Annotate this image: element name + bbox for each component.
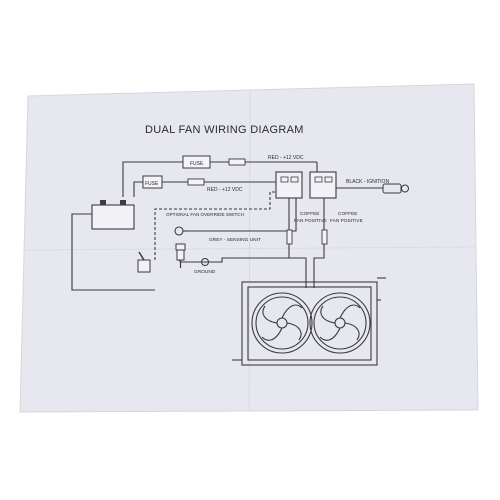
fuse-lower-label: FUSE xyxy=(145,181,159,187)
inline-connector-lower xyxy=(187,178,205,186)
wire-grey-sensing xyxy=(185,198,297,232)
battery-icon xyxy=(91,200,135,230)
label-coffee-left-1: COFFEE xyxy=(300,211,319,217)
relay-left xyxy=(275,171,303,199)
label-ground: GROUND xyxy=(194,269,216,275)
label-grey-sensing: GREY - SENSING UNIT xyxy=(209,237,261,243)
label-red-lower: RED - +12 VDC xyxy=(207,187,243,193)
wire-battery-left xyxy=(71,213,155,291)
sensing-unit-icon xyxy=(175,243,186,268)
fan-connector-right xyxy=(321,229,328,245)
label-override-switch: OPTIONAL FAN OVERRIDE SWITCH xyxy=(166,212,244,217)
wire-red-top xyxy=(122,161,183,197)
label-black-ignition: BLACK - IGNITION xyxy=(346,179,389,185)
paper-fold-vertical xyxy=(248,89,251,411)
fan-right-icon xyxy=(309,292,371,354)
label-coffee-left-2: FAN POSITIVE xyxy=(294,218,327,224)
label-coffee-right-2: FAN POSITIVE xyxy=(330,218,363,224)
label-coffee-right-1: COFFEE xyxy=(338,211,357,217)
ignition-key-icon xyxy=(382,183,409,194)
radiator-icon xyxy=(232,277,386,366)
wire-coffee-right xyxy=(313,198,325,288)
ring-terminal-icon xyxy=(174,226,188,236)
paper-sheet xyxy=(19,83,479,413)
inline-connector-top xyxy=(228,158,246,166)
fuse-top-label: FUSE xyxy=(190,161,204,167)
fan-left-icon xyxy=(251,292,313,354)
wire-override-dashed xyxy=(154,191,276,260)
wire-red-lower xyxy=(133,181,143,197)
wire-coffee-left xyxy=(288,198,307,288)
fuse-top: FUSE xyxy=(182,155,211,169)
paper-fold-horizontal xyxy=(23,246,477,251)
ground-terminal-icon xyxy=(201,258,209,266)
fan-connector-left xyxy=(286,229,293,245)
diagram-title: DUAL FAN WIRING DIAGRAM xyxy=(145,124,304,136)
relay-right xyxy=(309,171,337,199)
label-red-top: RED - +12 VDC xyxy=(268,155,304,161)
fuse-lower: FUSE xyxy=(142,175,163,189)
toggle-switch-icon xyxy=(137,251,151,273)
